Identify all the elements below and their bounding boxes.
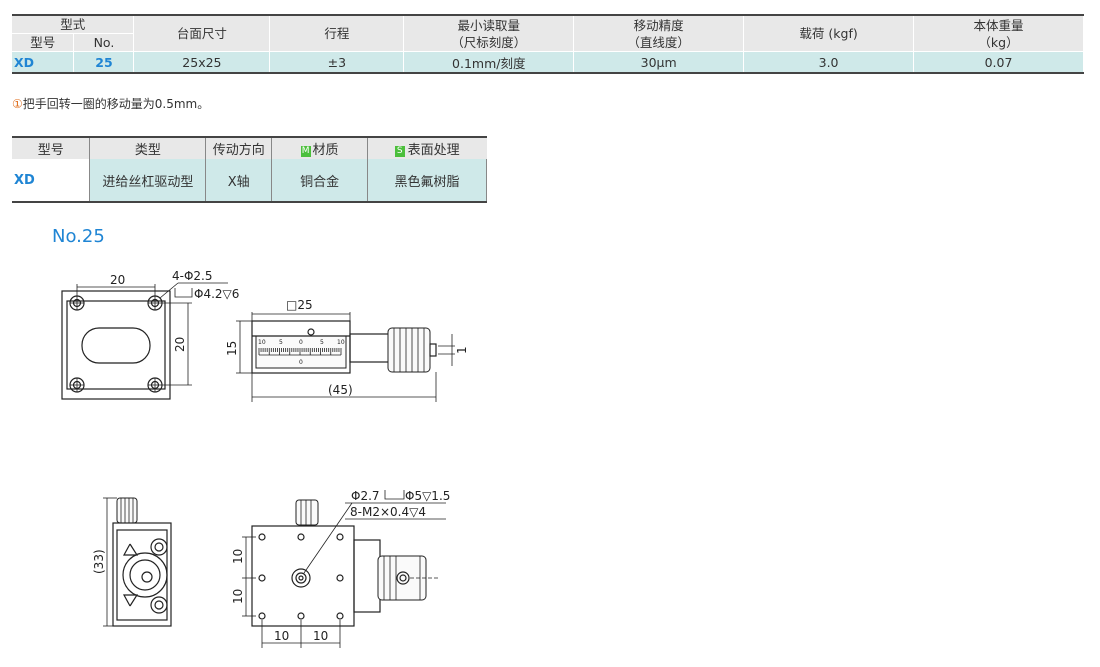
- cell-direction: X轴: [205, 159, 273, 203]
- model-subtitle: No.25: [52, 226, 105, 247]
- header-weight-sub: （kg）: [978, 34, 1019, 50]
- header-no: No.: [73, 33, 135, 52]
- hole-grid: [258, 533, 344, 620]
- header-direction: 传动方向: [205, 136, 273, 159]
- cell-min-reading: 0.1mm/刻度: [403, 51, 575, 74]
- spec-table: 型式 台面尺寸 行程 最小读取量 （尺标刻度） 移动精度 （直线度） 载荷 (k…: [12, 14, 1084, 74]
- scale-zero: 0: [299, 359, 303, 366]
- cell-material: 铜合金: [271, 159, 369, 203]
- scale-mark-5: 10: [337, 339, 345, 346]
- mount-hole: [297, 533, 305, 541]
- scale-mark-2: 5: [279, 339, 283, 346]
- header-accuracy-sub: （直线度）: [627, 34, 690, 50]
- scale-mark-3: 0: [299, 339, 303, 346]
- header-material-label: 材质: [312, 143, 339, 158]
- scale-mark-1: 10: [258, 339, 266, 346]
- cbore-label-bottom: Φ5▽1.5: [405, 489, 450, 503]
- header-accuracy-label: 移动精度: [633, 17, 684, 33]
- mount-hole: [336, 612, 344, 620]
- dim-10-v2: 10: [231, 589, 245, 604]
- mount-hole: [297, 612, 305, 620]
- header-load: 载荷 (kgf): [743, 14, 915, 52]
- header-type: 类型: [89, 136, 207, 159]
- dim-20-top: 20: [110, 273, 125, 287]
- header-min-reading-sub: （尺标刻度）: [451, 34, 527, 50]
- side-view: (33): [92, 497, 172, 627]
- header-min-reading-label: 最小读取量: [457, 17, 521, 33]
- header-type-group: 型式: [12, 14, 135, 34]
- surface-badge: S: [394, 146, 405, 157]
- mount-hole: [336, 574, 344, 582]
- note-text: 把手回转一圈的移动量为0.5mm。: [22, 97, 210, 111]
- material-badge: M: [300, 146, 311, 157]
- scale-mark-4: 5: [320, 339, 324, 346]
- mount-hole: [336, 533, 344, 541]
- note: ①把手回转一圈的移动量为0.5mm。: [12, 95, 209, 112]
- dim-45: (45): [328, 383, 353, 397]
- table-row: XD 25 25x25 ±3 0.1mm/刻度 30μm 3.0 0.07: [12, 51, 1084, 74]
- front-view: 10 5 0 5 10 0 □25 15 1 (45): [225, 298, 469, 402]
- cbore-label-top: Φ4.2▽6: [194, 287, 239, 301]
- scale: [258, 348, 342, 356]
- header-surface-label: 表面处理: [407, 143, 460, 158]
- cell-accuracy: 30μm: [573, 51, 745, 74]
- cell-surface: 黑色氟树脂: [367, 159, 487, 203]
- header-model-2: 型号: [12, 136, 91, 159]
- dim-25-square: □25: [286, 298, 313, 312]
- cell-table-size: 25x25: [133, 51, 271, 74]
- header-stroke: 行程: [269, 14, 405, 52]
- header-weight-label: 本体重量: [973, 17, 1024, 33]
- dim-10-v1: 10: [231, 549, 245, 564]
- header-accuracy: 移动精度 （直线度）: [573, 14, 745, 52]
- cell-load: 3.0: [743, 51, 915, 74]
- cell-stroke: ±3: [269, 51, 405, 74]
- cell-no: 25: [73, 51, 135, 74]
- cell-type: 进给丝杠驱动型: [89, 159, 207, 203]
- mount-hole: [258, 533, 266, 541]
- header-weight: 本体重量 （kg）: [913, 14, 1084, 52]
- cell-weight: 0.07: [913, 51, 1084, 74]
- cell-model: XD: [12, 51, 75, 74]
- header-table-size: 台面尺寸: [133, 14, 271, 52]
- mount-hole: [258, 612, 266, 620]
- dim-15: 15: [225, 341, 239, 356]
- dim-33: (33): [92, 549, 106, 574]
- table-row: XD 进给丝杠驱动型 X轴 铜合金 黑色氟树脂: [12, 159, 487, 203]
- mount-hole: [258, 574, 266, 582]
- dim-10-h1: 10: [274, 629, 289, 643]
- top-view: 20 4-Φ2.5 Φ4.2▽6 20: [61, 269, 239, 400]
- holes-label-bottom: Φ2.7: [351, 489, 380, 503]
- header-min-reading: 最小读取量 （尺标刻度）: [403, 14, 575, 52]
- dim-10-h2: 10: [313, 629, 328, 643]
- tapped-label: 8-M2×0.4▽4: [350, 505, 426, 519]
- holes-label-top: 4-Φ2.5: [172, 269, 213, 283]
- note-icon: ①: [12, 97, 23, 111]
- header-model: 型号: [12, 33, 75, 52]
- cell-model-2: XD: [12, 159, 91, 203]
- dim-1: 1: [455, 346, 469, 354]
- dim-20-right: 20: [173, 337, 187, 352]
- bottom-view: Φ2.7 Φ5▽1.5 8-M2×0.4▽4 10 10 10 10: [231, 489, 450, 648]
